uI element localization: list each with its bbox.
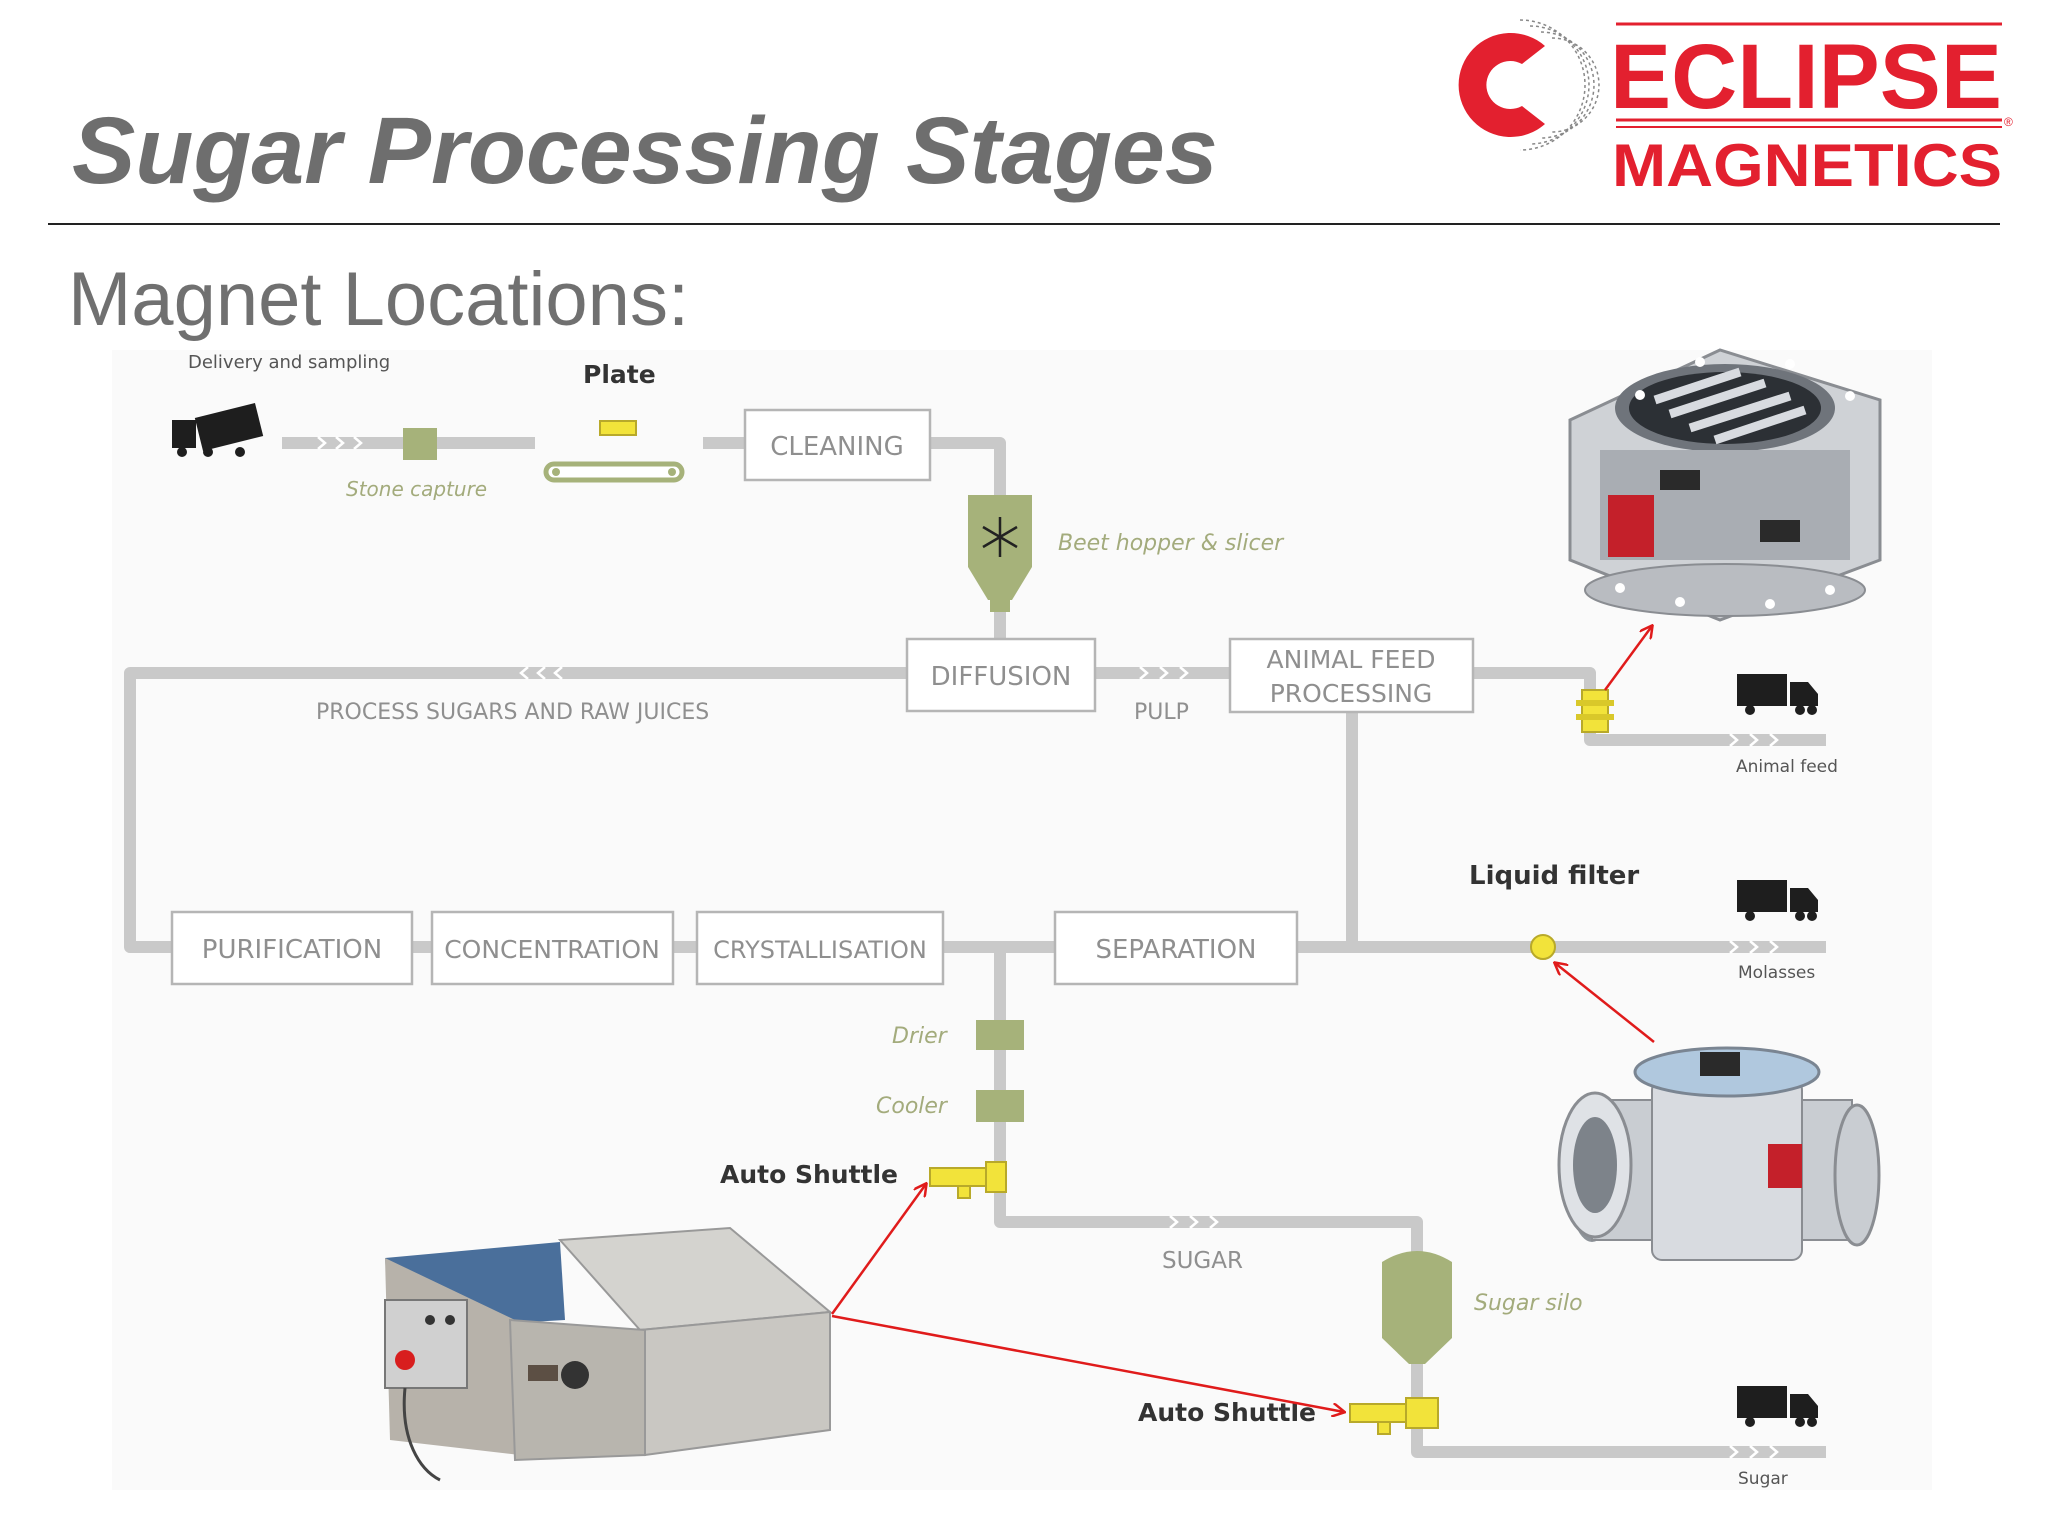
callout-arrows	[830, 626, 1655, 1412]
slide-title: Sugar Processing Stages	[72, 98, 1218, 204]
auto-shuttle-1-label: Auto Shuttle	[720, 1160, 898, 1189]
drier-block	[976, 1020, 1024, 1050]
stage-purification	[170, 910, 414, 986]
arrow-auto-shuttle-1	[830, 1184, 926, 1315]
output-animal-feed-label: Animal feed	[1736, 757, 1838, 777]
animal-feed-magnet	[1576, 689, 1614, 733]
output-sugar-label: Sugar	[1738, 1469, 1788, 1489]
truck-animal-feed-icon	[1737, 674, 1818, 715]
pipe-process-loop	[124, 667, 907, 953]
flow-chevrons	[317, 436, 1779, 1459]
plate-magnet	[599, 420, 637, 436]
logo-line-eclipse: ECLIPSE	[1610, 26, 2002, 128]
stage-animal-feed-line2: PROCESSING	[1270, 679, 1433, 708]
cooler-label: Cooler	[876, 1094, 949, 1119]
stone-capture-label: Stone capture	[346, 477, 487, 501]
auto-shuttle-2-label: Auto Shuttle	[1138, 1398, 1316, 1427]
delivery-label: Delivery and sampling	[188, 352, 390, 373]
pipe-cleaning-hopper	[930, 437, 1006, 495]
stage-crystallisation	[695, 910, 945, 986]
liquid-filter-photo	[1557, 1046, 1881, 1261]
slide-subtitle: Magnet Locations:	[68, 257, 689, 342]
process-sugars-label: PROCESS SUGARS AND RAW JUICES	[316, 700, 709, 725]
truck-sugar-icon	[1737, 1386, 1818, 1427]
eclipse-magnetics-logo: ECLIPSE MAGNETICS ®	[1458, 19, 2013, 199]
plate-label: Plate	[583, 360, 656, 389]
stage-diffusion	[905, 637, 1097, 713]
pulp-label: PULP	[1134, 700, 1189, 725]
truck-molasses-icon	[1737, 880, 1818, 921]
delivery-truck-icon	[172, 403, 264, 457]
logo-crescent-icon	[1458, 19, 1600, 151]
stage-purification-label: PURIFICATION	[202, 935, 382, 965]
stage-animal-feed-processing	[1228, 637, 1475, 714]
stage-cleaning	[743, 408, 932, 482]
conveyor-belt	[543, 461, 685, 483]
sugar-silo-label: Sugar silo	[1474, 1291, 1583, 1316]
arrow-auto-shuttle-2	[831, 1314, 1344, 1412]
stage-diffusion-label: DIFFUSION	[931, 662, 1072, 692]
liquid-filter-label: Liquid filter	[1469, 861, 1639, 891]
stage-concentration	[430, 910, 675, 986]
beet-hopper	[968, 495, 1032, 612]
stage-separation-label: SEPARATION	[1096, 935, 1257, 965]
cooler-block	[976, 1090, 1024, 1122]
liquid-filter-magnet	[1530, 934, 1556, 960]
grate-magnet-photo	[1568, 348, 1882, 622]
auto-shuttle-2-magnet	[1349, 1397, 1439, 1435]
output-molasses-label: Molasses	[1738, 963, 1815, 983]
logo-registered-mark: ®	[2004, 115, 2013, 129]
auto-shuttle-unit-photo	[384, 1226, 833, 1482]
arrow-liquid-filter	[1555, 963, 1655, 1043]
drier-label: Drier	[892, 1024, 949, 1049]
stage-cleaning-label: CLEANING	[770, 432, 904, 462]
stage-crystallisation-label: CRYSTALLISATION	[713, 936, 927, 964]
stone-capture-block	[403, 428, 437, 460]
logo-line-magnetics: MAGNETICS	[1612, 132, 2002, 199]
beet-hopper-label: Beet hopper & slicer	[1058, 531, 1285, 556]
stage-animal-feed-line1: ANIMAL FEED	[1267, 645, 1436, 674]
sugar-silo	[1382, 1251, 1452, 1364]
auto-shuttle-1-magnet	[929, 1161, 1007, 1199]
arrow-grate-magnet	[1603, 626, 1652, 691]
stage-concentration-label: CONCENTRATION	[444, 935, 660, 964]
sugar-flow-label: SUGAR	[1162, 1248, 1243, 1274]
pipe-sugar-out	[1411, 1360, 1826, 1458]
stage-separation	[1053, 910, 1299, 986]
